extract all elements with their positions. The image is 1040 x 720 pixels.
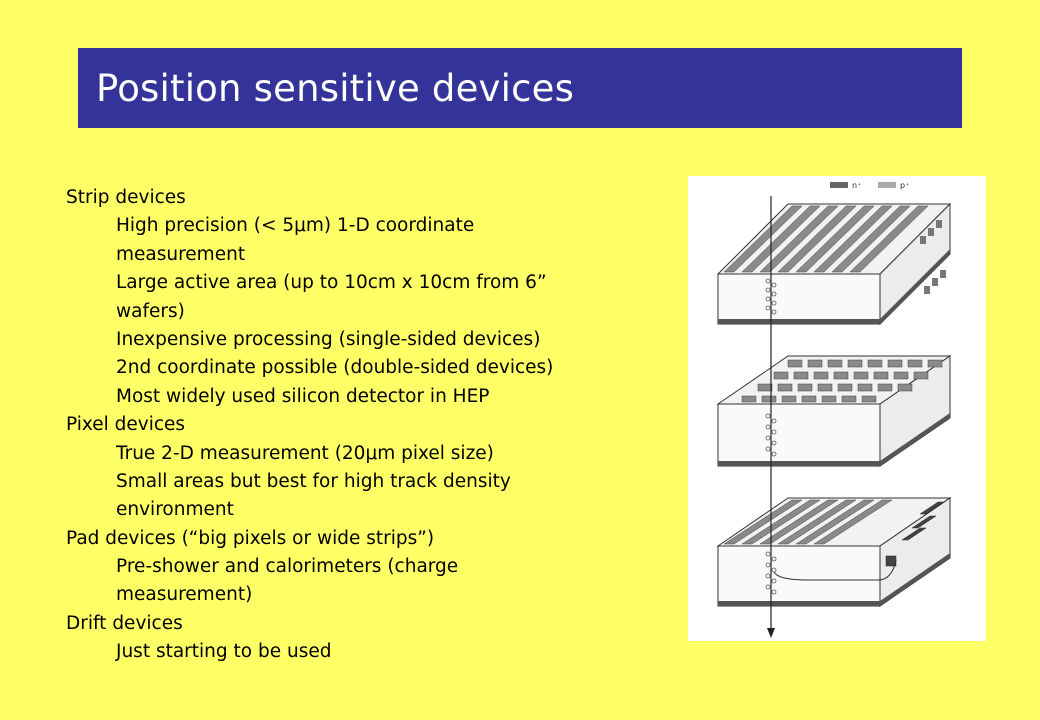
bullet-pixel-devices: Pixel devices — [66, 414, 186, 436]
figure-legend: n⁺ p⁺ — [830, 181, 909, 190]
pixel-detector-block — [716, 355, 952, 467]
bullet-pad-devices: Pad devices (“big pixels or wide strips”… — [66, 527, 435, 549]
detector-drawing: n⁺ p⁺ — [716, 181, 952, 638]
sub-bullet-just-starting: Just starting to be used — [116, 641, 332, 663]
legend-p-label: p⁺ — [900, 181, 909, 190]
sub-bullet-small-areas: Small areas but best for high track dens… — [116, 470, 511, 492]
sub-bullet-large-area-cont: wafers) — [116, 300, 185, 322]
bullet-strip-devices: Strip devices — [66, 187, 186, 208]
particle-track — [767, 196, 775, 638]
sub-bullet-true-2d: True 2-D measurement (20μm pixel size) — [116, 442, 494, 464]
sub-bullet-high-precision-cont: measurement — [116, 243, 246, 265]
legend-p-swatch — [878, 182, 896, 188]
detector-illustration: n⁺ p⁺ — [688, 176, 986, 641]
sub-bullet-small-areas-cont: environment — [116, 499, 234, 521]
sub-bullet-most-widely-used: Most widely used silicon detector in HEP — [116, 385, 490, 407]
legend-n-swatch — [830, 182, 848, 188]
strip-detector-block — [716, 202, 952, 326]
slide-title: Position sensitive devices — [96, 66, 575, 110]
sub-bullet-inexpensive: Inexpensive processing (single-sided dev… — [116, 328, 541, 350]
sub-bullet-second-coordinate: 2nd coordinate possible (double-sided de… — [116, 357, 554, 379]
legend-n-label: n⁺ — [852, 181, 861, 190]
title-bar: Position sensitive devices — [78, 48, 962, 128]
sub-bullet-large-area: Large active area (up to 10cm x 10cm fro… — [116, 272, 547, 294]
drift-detector-block — [716, 497, 952, 607]
sub-bullet-pre-shower: Pre-shower and calorimeters (charge — [116, 556, 459, 578]
sub-bullet-high-precision: High precision (< 5μm) 1-D coordinate — [116, 215, 475, 237]
bullet-drift-devices: Drift devices — [66, 612, 183, 634]
bullet-list: Strip devices High precision (< 5μm) 1-D… — [66, 184, 666, 667]
sub-bullet-pre-shower-cont: measurement) — [116, 584, 253, 606]
